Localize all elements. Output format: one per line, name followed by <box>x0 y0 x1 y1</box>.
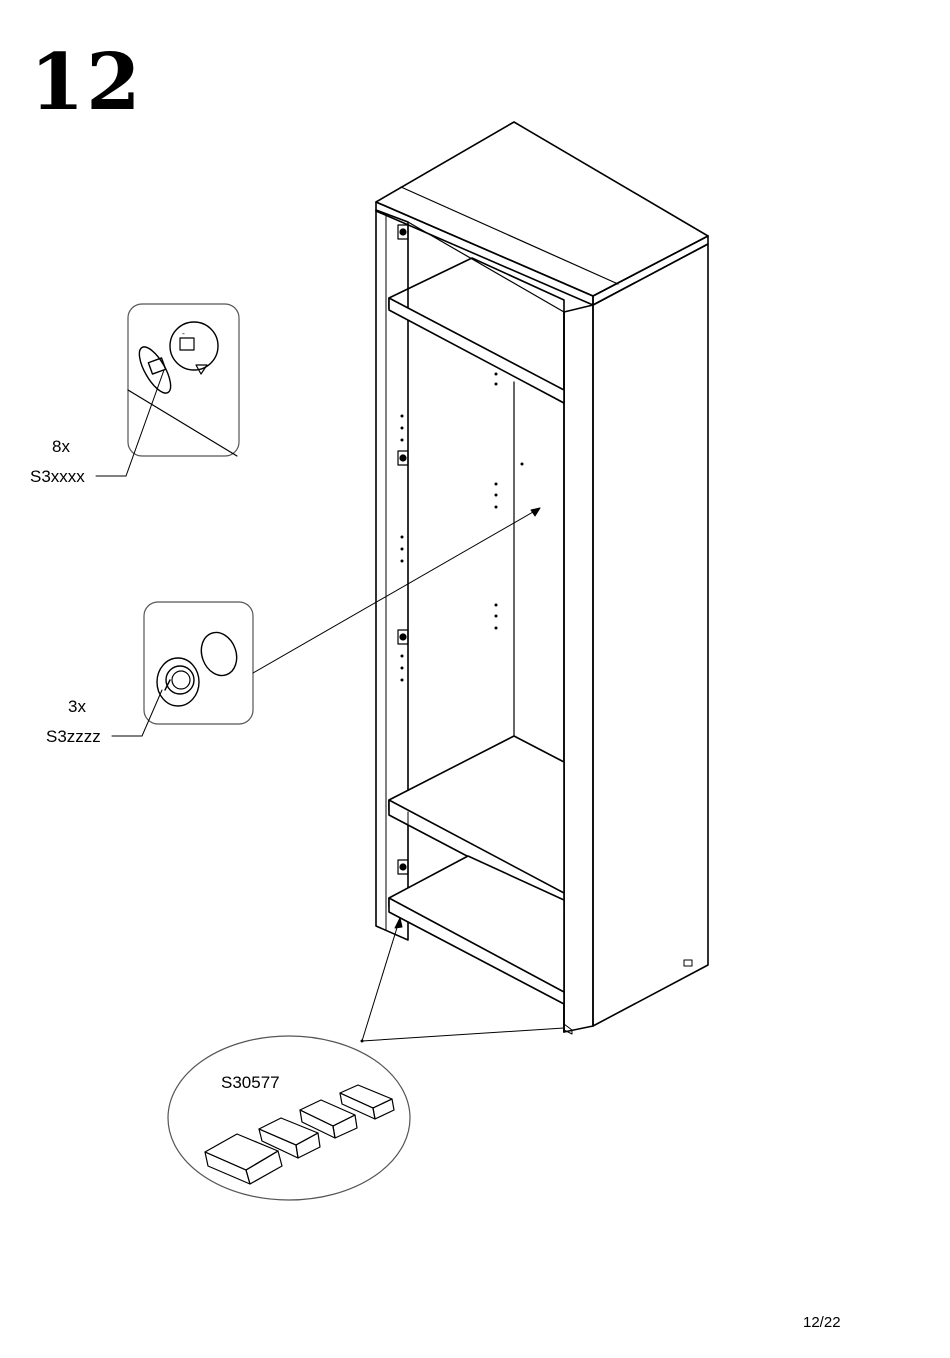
support-holes <box>401 373 524 682</box>
svg-text:-: - <box>182 329 185 338</box>
hinge-icon <box>398 451 408 465</box>
cover-cap-part-code: S3zzzz <box>46 728 101 745</box>
shelf-support-detail: - <box>96 304 239 476</box>
shelf-support-quantity: 8x <box>52 438 70 455</box>
hinge-icon <box>398 860 408 874</box>
hinge-icon <box>398 630 408 644</box>
felt-pads-part-code: S30577 <box>221 1074 280 1091</box>
page-number: 12/22 <box>803 1314 841 1331</box>
cover-cap-quantity: 3x <box>68 698 86 715</box>
shelf-support-part-code: S3xxxx <box>30 468 85 485</box>
cabinet-illustration <box>376 122 708 1034</box>
hinge-icon <box>398 225 408 239</box>
cover-cap-detail <box>112 508 540 736</box>
